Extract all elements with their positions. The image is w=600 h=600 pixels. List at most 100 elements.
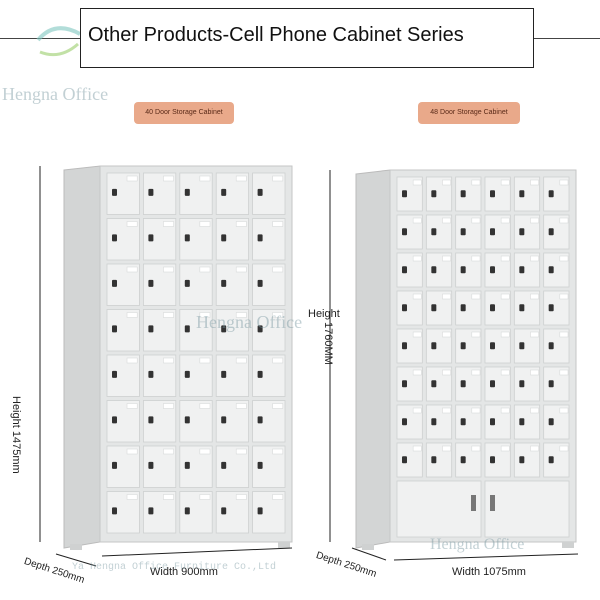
right-cabinet-door xyxy=(513,404,541,440)
left-cabinet-lock-icon xyxy=(184,461,190,469)
left-cabinet-lock-icon xyxy=(148,507,154,515)
left-cabinet-foot-right xyxy=(278,542,290,548)
left-cabinet-lock-icon xyxy=(221,279,227,287)
right-cabinet-side-panel xyxy=(355,169,391,549)
right-cabinet-lock-icon xyxy=(490,456,495,464)
left-cabinet-lock-icon xyxy=(184,188,190,196)
left-cabinet-lock-icon xyxy=(221,325,227,333)
right-cabinet-label-slot xyxy=(530,445,539,452)
left-cabinet-label-slot xyxy=(272,357,284,364)
right-cabinet-lock-icon xyxy=(548,190,554,198)
left-cabinet-label-slot xyxy=(199,494,211,500)
right-cabinet-label-slot xyxy=(530,407,539,414)
header-line-right xyxy=(534,38,600,39)
right-cabinet-lock-icon xyxy=(519,418,525,426)
left-cabinet-label-slot xyxy=(199,357,211,364)
left-cabinet-label-slot xyxy=(199,266,211,273)
left-cabinet-lock-icon xyxy=(257,370,263,378)
right-cabinet-lock-icon xyxy=(460,456,466,464)
right-cabinet-lock-icon xyxy=(490,266,495,274)
right-cabinet-label-slot xyxy=(412,179,422,186)
right-cabinet-label-slot xyxy=(471,369,481,376)
watermark-top-left: Hengna Office xyxy=(2,84,109,104)
right-cabinet-door xyxy=(425,366,453,402)
right-cabinet-label-slot xyxy=(442,255,451,262)
right-cabinet-lock-icon xyxy=(460,418,466,426)
right-cabinet-label-slot xyxy=(559,445,569,452)
right-cabinet-label-slot xyxy=(530,217,539,224)
right-cabinet-lock-icon xyxy=(519,380,525,388)
left-cabinet-lock-icon xyxy=(257,234,263,242)
right-cabinet-lock-icon xyxy=(431,418,437,426)
right-cabinet-lock-icon xyxy=(460,304,466,312)
left-cabinet-label-slot xyxy=(163,357,174,364)
left-cabinet-lock-icon xyxy=(148,234,154,242)
right-cabinet-label-slot xyxy=(471,179,481,186)
right-cabinet-lock-icon xyxy=(431,342,437,350)
left-cabinet-label-slot xyxy=(235,266,247,273)
right-cabinet-foot-left xyxy=(362,544,374,550)
right-cabinet-label-slot xyxy=(471,407,481,414)
left-width-label: Width 900mm xyxy=(150,566,218,578)
left-cabinet-lock-icon xyxy=(112,416,117,424)
right-cabinet-lock-icon xyxy=(519,456,525,464)
left-cabinet-lock-icon xyxy=(221,234,227,242)
left-cabinet-lock-icon xyxy=(257,325,263,333)
left-cabinet-label-slot xyxy=(126,403,138,409)
left-cabinet-label-slot xyxy=(235,448,247,455)
right-cabinet-base-handle-right xyxy=(490,495,495,511)
right-cabinet-lock-icon xyxy=(460,342,466,350)
right-cabinet-label-slot xyxy=(442,331,451,338)
left-cabinet-lock-icon xyxy=(112,461,117,469)
left-width-dim-line xyxy=(101,547,293,557)
right-cabinet-label-slot xyxy=(559,255,569,262)
left-cabinet-label-slot xyxy=(126,312,138,318)
right-cabinet-label-slot xyxy=(471,331,481,338)
right-cabinet-label-slot xyxy=(500,331,510,338)
left-cabinet-label-slot xyxy=(235,357,247,364)
left-cabinet-lock-icon xyxy=(148,461,154,469)
left-cabinet-label-slot xyxy=(272,175,284,182)
right-cabinet-lock-icon xyxy=(460,228,466,236)
left-cabinet-lock-icon xyxy=(257,507,263,515)
right-cabinet-label-slot xyxy=(471,445,481,452)
right-cabinet-label-slot xyxy=(412,369,422,376)
right-cabinet-label-slot xyxy=(530,331,539,338)
left-cabinet-lock-icon xyxy=(148,325,154,333)
right-cabinet-lock-icon xyxy=(402,266,407,274)
left-cabinet-label-slot xyxy=(126,175,138,182)
left-cabinet-lock-icon xyxy=(221,461,227,469)
left-cabinet-label-slot xyxy=(235,312,247,318)
left-cabinet-label-slot xyxy=(235,175,247,182)
left-cabinet-lock-icon xyxy=(184,325,190,333)
left-cabinet-lock-icon xyxy=(148,370,154,378)
right-cabinet-lock-icon xyxy=(519,228,525,236)
left-cabinet-label-slot xyxy=(272,494,284,500)
page-title: Other Products-Cell Phone Cabinet Series xyxy=(88,24,464,46)
right-cabinet-label-slot xyxy=(559,369,569,376)
right-cabinet-label-slot xyxy=(530,179,539,186)
right-cabinet-lock-icon xyxy=(431,456,437,464)
right-cabinet-foot-right xyxy=(562,542,574,548)
left-cabinet-label-slot xyxy=(163,312,174,318)
left-cabinet-label-slot xyxy=(272,403,284,409)
left-cabinet-foot-left xyxy=(70,544,82,550)
left-cabinet-lock-icon xyxy=(184,507,190,515)
left-cabinet-lock-icon xyxy=(184,416,190,424)
left-cabinet-lock-icon xyxy=(112,188,117,196)
left-cabinet-lock-icon xyxy=(184,234,190,242)
left-cabinet-label-slot xyxy=(272,221,284,227)
left-cabinet-badge: 40 Door Storage Cabinet xyxy=(134,102,234,124)
left-cabinet-label-slot xyxy=(163,494,174,500)
left-cabinet-label-slot xyxy=(163,175,174,182)
right-cabinet-label-slot xyxy=(500,217,510,224)
left-cabinet-label-slot xyxy=(163,266,174,273)
right-cabinet-lock-icon xyxy=(402,380,407,388)
right-cabinet-label-slot xyxy=(530,369,539,376)
right-cabinet-label-slot xyxy=(412,331,422,338)
left-cabinet-lock-icon xyxy=(112,279,117,287)
right-cabinet-label-slot xyxy=(500,407,510,414)
right-cabinet-lock-icon xyxy=(402,418,407,426)
right-cabinet-lock-icon xyxy=(490,418,495,426)
